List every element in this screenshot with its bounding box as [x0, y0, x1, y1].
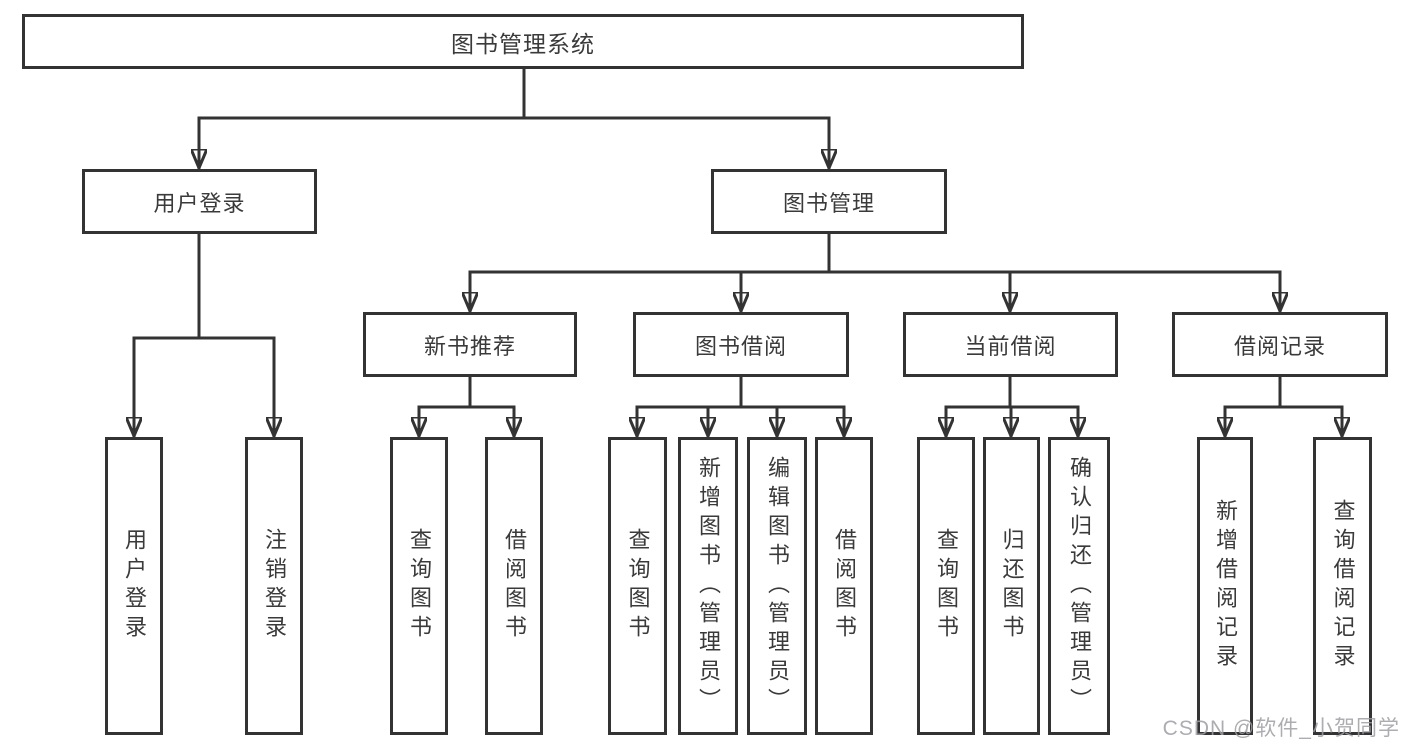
leaf-br-add-record: 新增借阅记录 — [1197, 437, 1253, 735]
node-label: 图书管理系统 — [451, 30, 595, 57]
node-current-borrow: 当前借阅 — [903, 312, 1118, 377]
leaf-nb-query-books: 查询图书 — [390, 437, 448, 735]
leaf-cb-query-books: 查询图书 — [917, 437, 975, 735]
leaf-cb-return-books: 归还图书 — [983, 437, 1040, 735]
leaf-bb-edit-books-admin: 编辑图书（管理员） — [747, 437, 807, 735]
node-label: 新增借阅记录 — [1213, 499, 1238, 673]
node-user-login: 用户登录 — [82, 169, 317, 234]
node-label: 新书推荐 — [423, 333, 516, 359]
node-label: 用户登录 — [153, 190, 246, 216]
leaf-bb-borrow-books: 借阅图书 — [815, 437, 873, 735]
node-label: 借阅图书 — [832, 528, 857, 644]
node-label: 确认归还（管理员） — [1067, 455, 1092, 717]
node-label: 查询图书 — [625, 528, 651, 644]
leaf-nb-borrow-books: 借阅图书 — [485, 437, 543, 735]
leaf-cb-confirm-return-admin: 确认归还（管理员） — [1048, 437, 1110, 735]
node-root-system: 图书管理系统 — [22, 14, 1024, 69]
csdn-watermark: CSDN @软件_小贺同学 — [1162, 717, 1400, 740]
node-label: 借阅图书 — [502, 528, 527, 644]
node-label: 图书管理 — [782, 190, 875, 216]
node-label: 图书借阅 — [694, 333, 787, 359]
node-label: 归还图书 — [999, 528, 1025, 644]
node-new-book-recommend: 新书推荐 — [363, 312, 577, 377]
leaf-logout: 注销登录 — [245, 437, 303, 735]
leaf-bb-add-books-admin: 新增图书（管理员） — [678, 437, 738, 735]
leaf-user-login: 用户登录 — [105, 437, 163, 735]
node-label: 注销登录 — [262, 528, 287, 644]
node-label: 查询图书 — [934, 528, 959, 644]
node-label: 新增图书（管理员） — [696, 455, 721, 717]
leaf-bb-query-books: 查询图书 — [608, 437, 667, 735]
node-label: 借阅记录 — [1233, 333, 1326, 359]
node-label: 编辑图书（管理员） — [765, 455, 790, 717]
node-book-borrow: 图书借阅 — [633, 312, 849, 377]
node-label: 查询图书 — [407, 528, 432, 644]
node-label: 查询借阅记录 — [1330, 499, 1356, 673]
node-book-management: 图书管理 — [711, 169, 947, 234]
node-label: 当前借阅 — [964, 333, 1057, 359]
node-borrow-records: 借阅记录 — [1172, 312, 1388, 377]
node-label: 用户登录 — [122, 528, 147, 644]
leaf-br-query-record: 查询借阅记录 — [1313, 437, 1372, 735]
